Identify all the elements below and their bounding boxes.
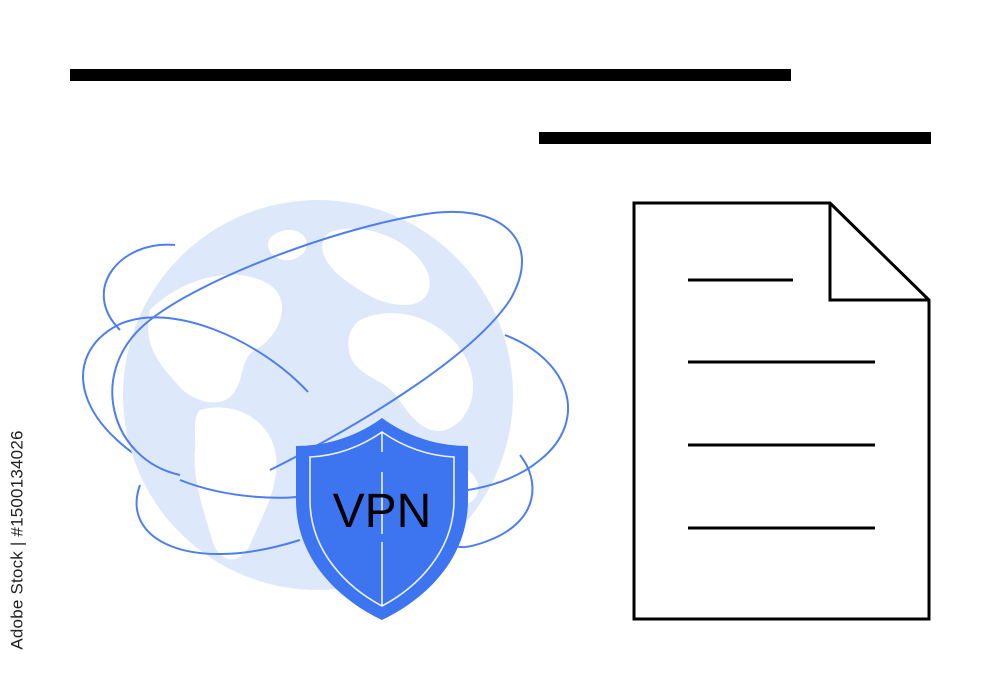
title-placeholder-bar — [70, 69, 791, 81]
orbit-ring-icon — [102, 243, 176, 331]
orbit-rings-front — [102, 214, 569, 555]
orbit-ring-icon — [135, 484, 301, 555]
orbit-ring-icon — [419, 210, 523, 301]
subtitle-placeholder-bar — [539, 132, 931, 144]
orbit-ring-icon — [454, 454, 534, 549]
watermark-text: Adobe Stock | #1500134026 — [8, 430, 28, 650]
stock-watermark: Adobe Stock | #1500134026 — [4, 430, 32, 649]
orbit-ring-icon — [117, 316, 309, 393]
shield-icon: VPN — [296, 418, 468, 620]
orbit-ring-icon — [454, 334, 569, 493]
orbit-ring-icon — [111, 214, 421, 476]
shield-label: VPN — [333, 485, 432, 538]
document-icon — [632, 201, 931, 621]
